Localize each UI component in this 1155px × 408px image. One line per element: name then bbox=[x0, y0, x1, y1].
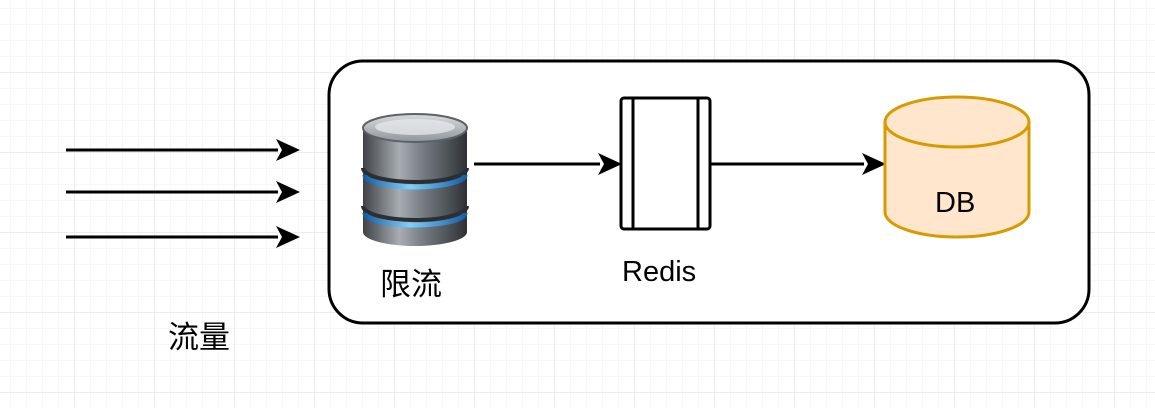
traffic-arrow-1 bbox=[66, 139, 300, 161]
database-stack-icon bbox=[361, 113, 469, 246]
cylinder-icon bbox=[883, 95, 1031, 239]
traffic-arrow-3 bbox=[66, 226, 300, 248]
traffic-label: 流量 bbox=[168, 320, 230, 356]
arrow-limiter-to-redis bbox=[474, 153, 622, 175]
arrow-redis-to-db bbox=[710, 153, 886, 175]
process-box-icon bbox=[619, 96, 712, 231]
rate-limiter-label: 限流 bbox=[380, 267, 442, 303]
db-label: DB bbox=[935, 187, 976, 219]
redis-label: Redis bbox=[622, 256, 697, 288]
traffic-arrow-2 bbox=[66, 181, 300, 203]
